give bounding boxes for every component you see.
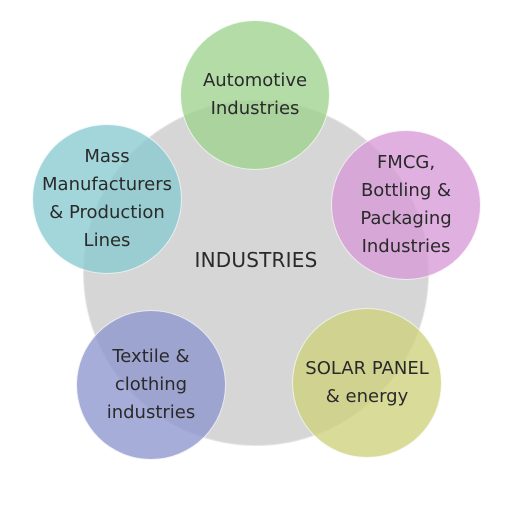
textile-label: Textile & clothing industries bbox=[106, 346, 196, 423]
solar-label: SOLAR PANEL & energy bbox=[305, 358, 429, 407]
circle-textile bbox=[76, 310, 226, 460]
automotive-label-wrap: Automotive Industries bbox=[180, 20, 330, 170]
circle-automotive bbox=[180, 20, 330, 170]
solar-label-wrap: SOLAR PANEL & energy bbox=[292, 308, 442, 458]
fmcg-label: FMCG, Bottling & Packaging Industries bbox=[360, 152, 452, 257]
mass-manufacturers-label-wrap: Mass Manufacturers & Production Lines bbox=[32, 124, 182, 274]
textile-label-wrap: Textile & clothing industries bbox=[76, 310, 226, 460]
automotive-label: Automotive Industries bbox=[202, 70, 308, 119]
circle-solar bbox=[292, 308, 442, 458]
mass-manufacturers-label: Mass Manufacturers & Production Lines bbox=[42, 146, 172, 251]
fmcg-label-wrap: FMCG, Bottling & Packaging Industries bbox=[331, 130, 481, 280]
circle-mass-manufacturers bbox=[32, 124, 182, 274]
circle-fmcg bbox=[331, 130, 481, 280]
center-label: INDUSTRIES bbox=[194, 248, 318, 272]
